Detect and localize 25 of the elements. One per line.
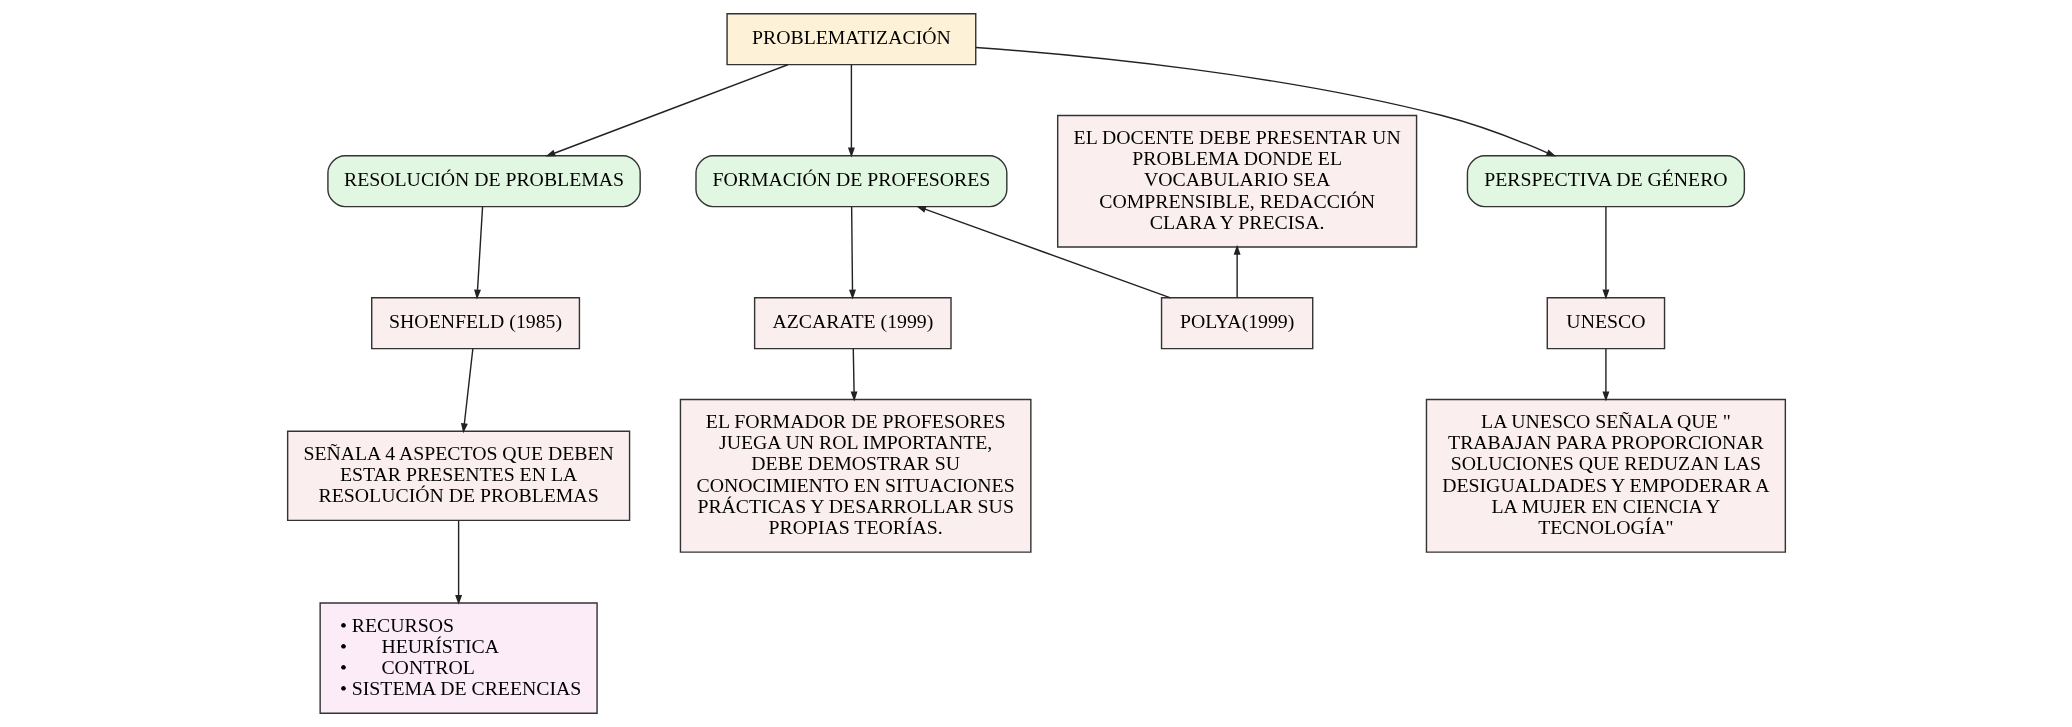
- node-box: PROBLEMATIZACIÓN: [725, 13, 976, 66]
- node-box: • RECURSOS • HEURÍSTICA • CONTROL • SISTEMA DE CREENCIAS: [318, 602, 598, 714]
- node-box: EL FORMADOR DE PROFESORES JUEGA UN ROL IMPORTANTE, DEBE DEMOSTRAR SU CONOCIMIENTO EN SITUACIONES PRÁCTICAS Y DESARROLLAR SUS PROPIAS TEORÍAS.: [679, 398, 1032, 553]
- arrow: [1601, 348, 1609, 402]
- arrow: [847, 64, 855, 158]
- node-box: POLYA(1999): [1160, 297, 1313, 350]
- arrow: [1233, 244, 1241, 299]
- arrow: [454, 519, 462, 605]
- arrow: [1601, 206, 1609, 300]
- arrow: [473, 206, 483, 300]
- node-box: RESOLUCIÓN DE PROBLEMAS: [326, 155, 641, 208]
- node-box: EL DOCENTE DEBE PRESENTAR UN PROBLEMA DONDE EL VOCABULARIO SEA COMPRENSIBLE, REDACCIÓN CLARA Y PRECISA.: [1056, 114, 1417, 248]
- node-box: UNESCO: [1546, 297, 1665, 350]
- arrow: [850, 348, 858, 402]
- node-box: FORMACIÓN DE PROFESORES: [694, 155, 1008, 208]
- node-box: SEÑALA 4 ASPECTOS QUE DEBEN ESTAR PRESENTES EN LA RESOLUCIÓN DE PROBLEMAS: [286, 430, 630, 522]
- node-box: AZCARATE (1999): [753, 297, 952, 350]
- node-box: LA UNESCO SEÑALA QUE " TRABAJAN PARA PROPORCIONAR SOLUCIONES QUE REDUZAN LAS DESIGUALDADES Y EMPODERAR A LA MUJER EN CIENCIA Y TECNOLOGÍA": [1425, 398, 1786, 553]
- arrow: [460, 348, 474, 434]
- arrow: [974, 46, 1556, 157]
- arrow: [544, 64, 789, 157]
- arrow: [848, 206, 856, 300]
- node-box: SHOENFELD (1985): [370, 297, 580, 350]
- node-box: PERSPECTIVA DE GÉNERO: [1466, 155, 1745, 208]
- arrow: [915, 206, 1171, 299]
